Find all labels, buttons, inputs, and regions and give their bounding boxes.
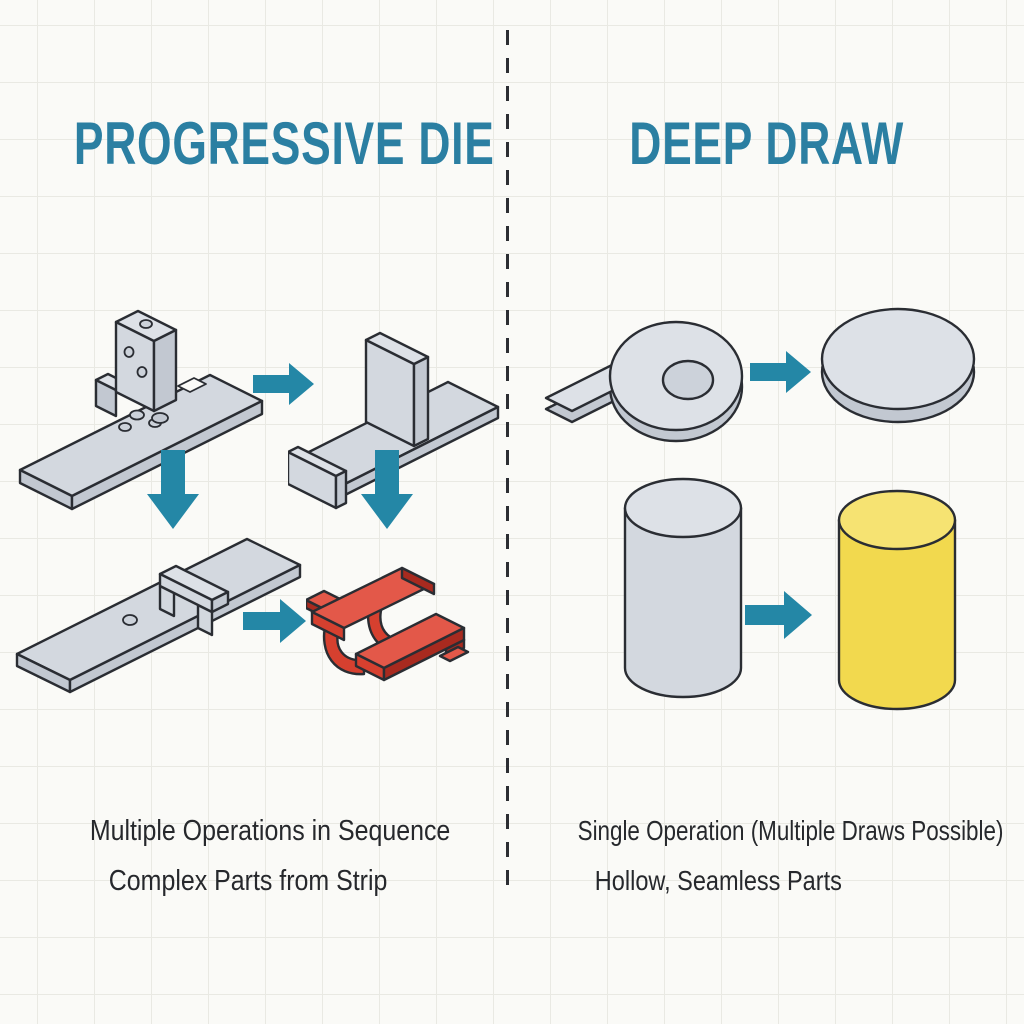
divider-dashed-line <box>506 30 509 888</box>
arrow-right-icon <box>243 599 306 643</box>
left-panel-title: PROGRESSIVE DIE <box>0 112 510 176</box>
finished-complex-red-part-icon <box>306 566 470 682</box>
left-caption-line-2: Complex Parts from Strip <box>108 865 388 897</box>
round-blank-disc-icon <box>820 307 976 424</box>
arrow-down-icon <box>361 450 413 529</box>
arrow-right-icon <box>253 363 314 405</box>
arrow-right-icon <box>745 591 812 639</box>
arrow-down-icon <box>147 450 199 529</box>
right-panel-title: DEEP DRAW <box>510 112 1024 176</box>
right-panel-title-text: DEEP DRAW <box>629 110 905 177</box>
left-caption-line-1: Multiple Operations in Sequence <box>90 815 451 847</box>
right-caption-line-2: Hollow, Seamless Parts <box>594 865 842 896</box>
finished-drawn-cup-yellow-icon <box>837 489 957 711</box>
left-panel-title-text: PROGRESSIVE DIE <box>73 110 495 177</box>
bent-flange-strip-icon <box>288 331 500 510</box>
drawn-cylinder-gray-icon <box>623 477 743 699</box>
left-panel-caption: Multiple Operations in Sequence Complex … <box>0 806 510 906</box>
right-panel-caption: Single Operation (Multiple Draws Possibl… <box>510 806 1024 906</box>
arrow-right-icon <box>750 351 811 393</box>
right-caption-line-1: Single Operation (Multiple Draws Possibl… <box>577 815 1004 846</box>
flat-blank-with-hole-icon <box>544 320 744 443</box>
formed-tab-strip-icon <box>15 537 302 694</box>
pierced-strip-with-punch-tool-icon <box>18 309 264 511</box>
